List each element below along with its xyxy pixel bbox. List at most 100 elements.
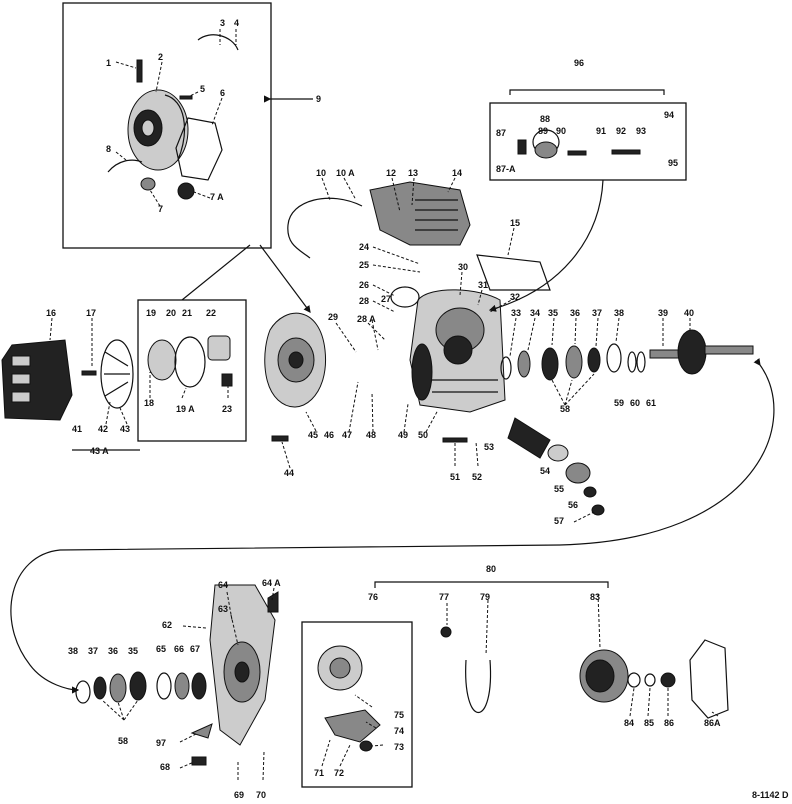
- callout-14: 14: [452, 168, 462, 178]
- washer-67: [191, 672, 207, 700]
- part-77: [440, 626, 452, 638]
- plate-26: [390, 286, 420, 308]
- callout-49: 49: [398, 430, 408, 440]
- callout-12: 12: [386, 168, 396, 178]
- washer-85: [644, 673, 656, 687]
- pin-90: [567, 150, 587, 156]
- callout-53: 53: [484, 442, 494, 452]
- callout-67: 67: [190, 644, 200, 654]
- callout-15: 15: [510, 218, 520, 228]
- washer-38-b: [75, 680, 91, 704]
- callout-48: 48: [366, 430, 376, 440]
- governor-75: [317, 645, 363, 691]
- callout-28: 28: [359, 296, 369, 306]
- callout-46: 46: [324, 430, 334, 440]
- callout-76: 76: [368, 592, 378, 602]
- rod-92: [611, 149, 641, 155]
- callout-63: 63: [218, 604, 228, 614]
- callout-9: 9: [316, 94, 321, 104]
- callout-77: 77: [439, 592, 449, 602]
- leader-9-b: [181, 244, 251, 301]
- washer-37-b: [93, 676, 107, 700]
- leader-lines: [49, 29, 719, 781]
- callout-65: 65: [156, 644, 166, 654]
- callout-56: 56: [568, 500, 578, 510]
- inset-box-9: [62, 2, 272, 249]
- inset-box-76: [301, 621, 413, 788]
- bracket-80: [374, 581, 609, 588]
- callout-94: 94: [664, 110, 674, 120]
- callout-73: 73: [394, 742, 404, 752]
- callout-66: 66: [174, 644, 184, 654]
- callout-6: 6: [220, 88, 225, 98]
- callout-93: 93: [636, 126, 646, 136]
- cover-14: [369, 181, 471, 246]
- washer-34: [517, 350, 531, 378]
- callout-33: 33: [511, 308, 521, 318]
- callout-68: 68: [160, 762, 170, 772]
- callout-54: 54: [540, 466, 550, 476]
- bearing-36: [565, 345, 583, 379]
- callout-32: 32: [510, 292, 520, 302]
- callout-59: 59: [614, 398, 624, 408]
- callout-24: 24: [359, 242, 369, 252]
- callout-57: 57: [554, 516, 564, 526]
- distributor-cap-16: [1, 339, 73, 421]
- callout-1: 1: [106, 58, 111, 68]
- callout-90: 90: [556, 126, 566, 136]
- callout-60: 60: [630, 398, 640, 408]
- callout-69: 69: [234, 790, 244, 800]
- screw-51: [442, 437, 468, 443]
- callout-43: 43: [120, 424, 130, 434]
- callout-29: 29: [328, 312, 338, 322]
- callout-10a: 10 A: [336, 168, 355, 178]
- callout-18: 18: [144, 398, 154, 408]
- screw-5: [179, 95, 193, 100]
- callout-88: 88: [540, 114, 550, 124]
- callout-70: 70: [256, 790, 266, 800]
- callout-35: 35: [548, 308, 558, 318]
- callout-85: 85: [644, 718, 654, 728]
- bracket-96: [509, 89, 665, 95]
- part-73: [359, 740, 373, 752]
- callout-92: 92: [616, 126, 626, 136]
- part-89: [534, 141, 558, 159]
- cable-10: [287, 197, 363, 259]
- part-87: [517, 139, 527, 155]
- part-55: [565, 462, 591, 484]
- washer-38: [606, 343, 622, 373]
- callout-86: 86: [664, 718, 674, 728]
- nut-86: [660, 672, 676, 688]
- breaker-plate-part: [127, 89, 189, 171]
- callout-80: 80: [486, 564, 496, 574]
- callout-83: 83: [590, 592, 600, 602]
- bearing-35: [541, 347, 559, 381]
- callout-58: 58: [560, 404, 570, 414]
- leader-96: [488, 179, 604, 312]
- callout-37b: 37: [88, 646, 98, 656]
- callout-62: 62: [162, 620, 172, 630]
- gasket-86a: [689, 639, 729, 719]
- inset-box-96: [489, 102, 687, 181]
- callout-4: 4: [234, 18, 239, 28]
- gasket-part-6: [175, 117, 223, 181]
- callout-38b: 38: [68, 646, 78, 656]
- spring-clip-3: [197, 34, 239, 51]
- callout-21: 21: [182, 308, 192, 318]
- part-68: [191, 756, 207, 766]
- callout-86a: 86A: [704, 718, 721, 728]
- curve-arrow-43: [10, 358, 775, 694]
- pin-1: [136, 59, 143, 83]
- part-57: [591, 504, 605, 516]
- callout-35b: 35: [128, 646, 138, 656]
- screw-17: [81, 370, 97, 376]
- callout-91: 91: [596, 126, 606, 136]
- callout-34: 34: [530, 308, 540, 318]
- callout-13: 13: [408, 168, 418, 178]
- callout-43a: 43 A: [90, 446, 109, 456]
- magneto-housing-50: [409, 289, 506, 413]
- adaptor-45: [264, 312, 327, 408]
